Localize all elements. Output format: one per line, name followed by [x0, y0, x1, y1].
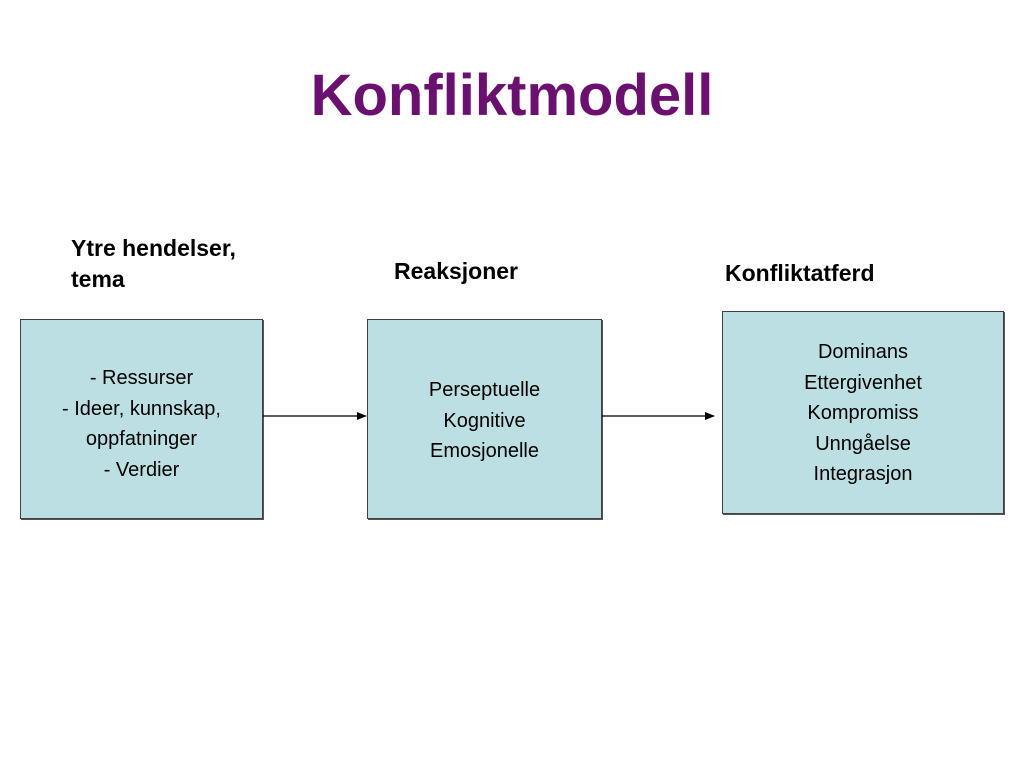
heading-line: Ytre hendelser,: [71, 235, 236, 261]
heading-line: Reaksjoner: [394, 258, 519, 284]
box-item: Integrasjon: [813, 463, 913, 485]
external-events-box: - Ressurser - Ideer, kunnskap, oppfatnin…: [20, 319, 263, 519]
box-item: Perseptuelle: [428, 379, 541, 401]
box-item: - Verdier: [103, 458, 180, 481]
heading-external-events: Ytre hendelser, tema: [71, 233, 236, 295]
heading-line: Konfliktatferd: [725, 260, 875, 286]
conflict-behaviour-box: Dominans Ettergivenhet Kompromiss Unngåe…: [722, 311, 1004, 514]
heading-conflict-behaviour: Konfliktatferd: [725, 258, 875, 289]
box-item: Unngåelse: [815, 432, 911, 455]
box-item: Kompromiss: [807, 402, 919, 424]
box-item: - Ressurser: [89, 367, 194, 389]
box-item: Kognitive: [443, 409, 526, 432]
box-item: Emosjonelle: [430, 440, 539, 462]
box-item: Ettergivenhet: [804, 371, 922, 394]
reactions-box: Perseptuelle Kognitive Emosjonelle: [367, 319, 602, 519]
box-item: Dominans: [817, 341, 909, 363]
slide-title: Konfliktmodell: [310, 63, 714, 128]
heading-reactions: Reaksjoner: [394, 256, 518, 287]
heading-line: tema: [71, 266, 125, 292]
box-item: - Ideer, kunnskap,: [62, 397, 221, 420]
box-item: oppfatninger: [85, 428, 198, 450]
